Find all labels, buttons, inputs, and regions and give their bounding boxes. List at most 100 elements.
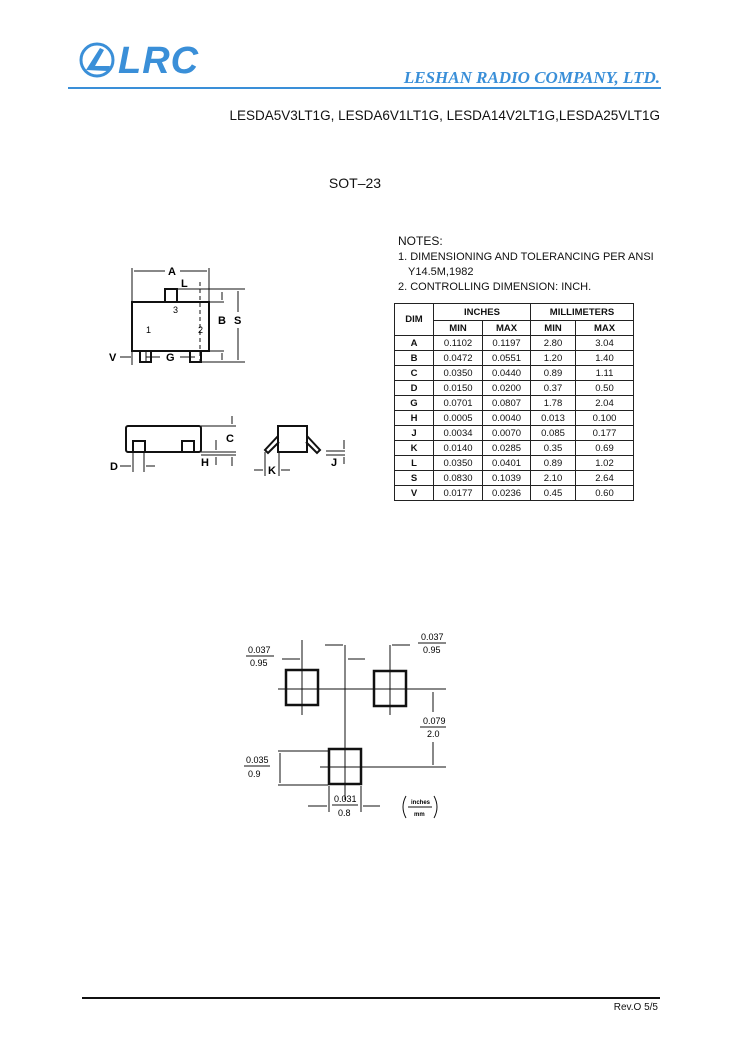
value-cell: 0.177 [575, 425, 634, 441]
fp-right-pitch-mm: 0.95 [423, 645, 441, 655]
value-cell: 0.0040 [482, 410, 531, 426]
value-cell: 0.0551 [482, 350, 531, 366]
fp-right-pitch-in: 0.037 [421, 632, 444, 642]
dim-cell: D [394, 380, 434, 396]
value-cell: 1.78 [530, 395, 576, 411]
dim-label-l: L [181, 278, 188, 290]
value-cell: 0.1039 [482, 470, 531, 486]
fp-pad-height-mm: 0.9 [248, 769, 261, 779]
value-cell: 0.0236 [482, 485, 531, 501]
dim-label-s: S [234, 315, 241, 327]
in-max-header: MAX [482, 320, 531, 336]
value-cell: 0.085 [530, 425, 576, 441]
value-cell: 0.0701 [433, 395, 483, 411]
value-cell: 1.02 [575, 455, 634, 471]
note-1: 1. DIMENSIONING AND TOLERANCING PER ANSI [398, 251, 654, 263]
value-cell: 0.89 [530, 455, 576, 471]
dim-label-c: C [226, 433, 234, 445]
package-title: SOT–23 [328, 175, 382, 191]
dim-label-k: K [268, 465, 276, 477]
value-cell: 0.0200 [482, 380, 531, 396]
note-2: 2. CONTROLLING DIMENSION: INCH. [398, 281, 592, 293]
dim-label-b: B [218, 315, 226, 327]
value-cell: 0.0285 [482, 440, 531, 456]
pin-2-label: 2 [198, 325, 203, 335]
dim-header: DIM [394, 303, 434, 336]
value-cell: 0.0177 [433, 485, 483, 501]
value-cell: 0.0440 [482, 365, 531, 381]
fp-row-spacing-in: 0.079 [423, 716, 446, 726]
value-cell: 0.0472 [433, 350, 483, 366]
dimension-table: DIM INCHES MILLIMETERS MIN MAX MIN MAX A… [394, 303, 634, 501]
dim-cell: A [394, 335, 434, 351]
dim-label-g: G [166, 352, 175, 364]
part-numbers: LESDA5V3LT1G, LESDA6V1LT1G, LESDA14V2LT1… [229, 108, 660, 123]
fp-left-pitch-in: 0.037 [248, 645, 271, 655]
fp-pad-width-in: 0.031 [334, 794, 357, 804]
value-cell: 2.80 [530, 335, 576, 351]
fp-units-inches: inches [411, 800, 431, 806]
dim-cell: C [394, 365, 434, 381]
value-cell: 0.1197 [482, 335, 531, 351]
revision: Rev.O 5/5 [613, 1002, 658, 1013]
value-cell: 0.100 [575, 410, 634, 426]
millimeters-header: MILLIMETERS [530, 303, 634, 321]
dim-label-h: H [201, 457, 209, 469]
value-cell: 1.40 [575, 350, 634, 366]
value-cell: 0.0005 [433, 410, 483, 426]
side-view-drawing [120, 416, 236, 472]
value-cell: 0.0070 [482, 425, 531, 441]
dim-cell: V [394, 485, 434, 501]
footprint-drawing [244, 640, 446, 819]
value-cell: 1.11 [575, 365, 634, 381]
notes-title: NOTES: [398, 234, 443, 248]
value-cell: 0.0350 [433, 365, 483, 381]
value-cell: 0.0140 [433, 440, 483, 456]
dim-cell: K [394, 440, 434, 456]
value-cell: 0.0401 [482, 455, 531, 471]
dim-cell: S [394, 470, 434, 486]
footer-divider [82, 997, 660, 999]
value-cell: 0.69 [575, 440, 634, 456]
notes: NOTES: 1. DIMENSIONING AND TOLERANCING P… [398, 234, 654, 295]
value-cell: 1.20 [530, 350, 576, 366]
value-cell: 0.0150 [433, 380, 483, 396]
value-cell: 2.64 [575, 470, 634, 486]
dim-cell: L [394, 455, 434, 471]
mm-min-header: MIN [530, 320, 576, 336]
value-cell: 0.1102 [433, 335, 483, 351]
dim-cell: G [394, 395, 434, 411]
header-divider [68, 87, 661, 89]
note-1-cont: Y14.5M,1982 [408, 266, 474, 278]
company-name: LESHAN RADIO COMPANY, LTD. [403, 68, 660, 87]
value-cell: 2.10 [530, 470, 576, 486]
value-cell: 0.60 [575, 485, 634, 501]
value-cell: 0.0350 [433, 455, 483, 471]
value-cell: 0.89 [530, 365, 576, 381]
end-view-drawing [254, 425, 345, 476]
mm-max-header: MAX [575, 320, 634, 336]
fp-left-pitch-mm: 0.95 [250, 658, 268, 668]
in-min-header: MIN [433, 320, 483, 336]
dim-label-v: V [109, 352, 117, 364]
dim-label-d: D [110, 461, 118, 473]
fp-units-mm: mm [414, 812, 425, 818]
value-cell: 0.0034 [433, 425, 483, 441]
dim-label-a: A [168, 266, 176, 278]
dim-cell: H [394, 410, 434, 426]
inches-header: INCHES [433, 303, 531, 321]
value-cell: 0.35 [530, 440, 576, 456]
value-cell: 0.0830 [433, 470, 483, 486]
fp-pad-width-mm: 0.8 [338, 808, 351, 818]
pin-3-label: 3 [173, 305, 178, 315]
